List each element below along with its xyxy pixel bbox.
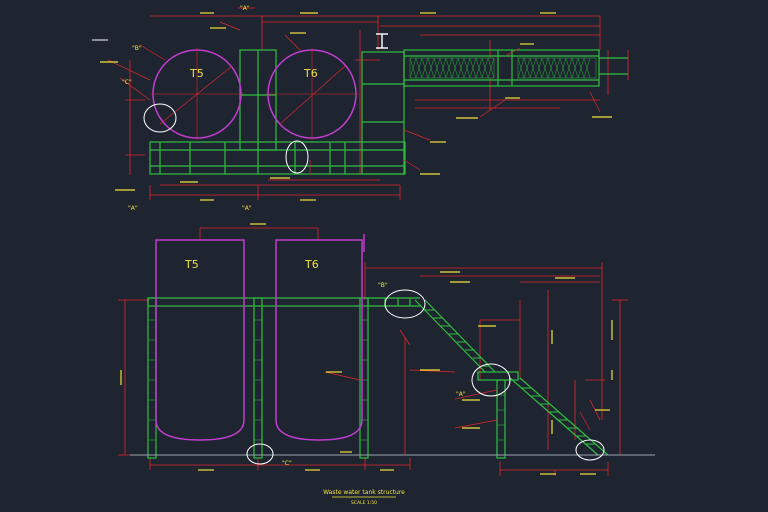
elevation-detail-stair-foot bbox=[575, 439, 605, 461]
elevation-tank-t5-label: T5 bbox=[184, 258, 199, 271]
plan-tank-t5-label: T5 bbox=[189, 67, 204, 80]
elevation-detail-a-ellipse bbox=[471, 363, 511, 397]
elevation-tank-t5 bbox=[155, 239, 245, 441]
elevation-marker-a: "A" bbox=[456, 391, 466, 398]
i-beam-symbol bbox=[376, 33, 388, 49]
elevation-marker-b: "B" bbox=[378, 282, 388, 289]
plan-grating-hatch bbox=[409, 57, 597, 79]
column-stitch-marks bbox=[148, 319, 505, 441]
plan-leaders bbox=[107, 21, 601, 175]
drawing-title: Waste water tank structure bbox=[323, 489, 405, 496]
plan-marker-a-bottom-left: "A" bbox=[128, 205, 138, 212]
plan-dimension-lines bbox=[125, 7, 629, 200]
plan-annotation-marks bbox=[100, 12, 612, 201]
plan-tank-axes bbox=[150, 48, 359, 140]
elevation-structure bbox=[147, 297, 609, 459]
elevation-marker-c: "C" bbox=[282, 460, 292, 467]
title-block: Waste water tank structure SCALE 1:50 bbox=[323, 489, 405, 506]
plan-marker-c: "C" bbox=[122, 79, 132, 86]
plan-tank-t6-label: T6 bbox=[303, 67, 318, 80]
elevation-tank-t6-label: T6 bbox=[304, 258, 319, 271]
elevation-view: T5 T6 "B" "A" "C" bbox=[118, 223, 655, 476]
plan-detail-highlights bbox=[143, 103, 309, 174]
plan-marker-b: "B" bbox=[132, 45, 142, 52]
elevation-detail-highlights bbox=[246, 289, 605, 465]
elevation-dimension-lines bbox=[118, 227, 628, 476]
plan-structure bbox=[149, 49, 628, 175]
plan-view: T5 T6 "A" "B" "C" "A" "A" bbox=[92, 5, 629, 212]
elevation-leaders bbox=[324, 369, 591, 431]
plan-detail-c-ellipse bbox=[285, 140, 309, 174]
elevation-tank-t6 bbox=[275, 239, 363, 441]
elevation-tanks bbox=[155, 239, 363, 441]
elevation-annotation-marks bbox=[120, 223, 613, 475]
stair-treads bbox=[425, 309, 595, 445]
plan-marker-a-bottom-mid: "A" bbox=[242, 205, 252, 212]
drawing-scale: SCALE 1:50 bbox=[351, 500, 377, 506]
plan-marker-a-top: "A" bbox=[240, 5, 250, 12]
plan-detail-a-ellipse bbox=[143, 103, 177, 133]
elevation-detail-b-ellipse bbox=[384, 289, 426, 319]
elevation-detail-c-ellipse bbox=[246, 443, 274, 465]
